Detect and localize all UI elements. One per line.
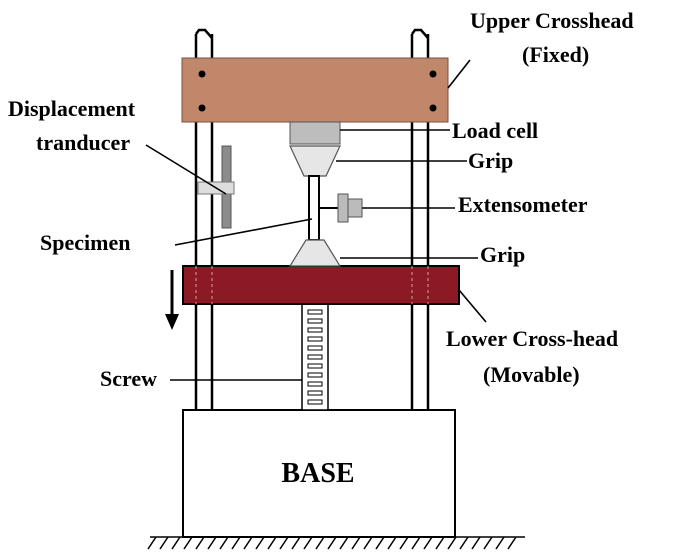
hatch-line [219,536,229,550]
screw-thread [307,345,323,351]
upper-crosshead-bolts [198,70,437,112]
hatch-line [159,536,169,550]
label-screw: Screw [100,366,157,391]
lower-grip [288,239,342,267]
hatch-line [507,536,517,550]
upper-crosshead [181,57,449,123]
label-lower-crosshead-line2: (Movable) [483,362,580,387]
hatch-line [447,536,457,550]
hatch-line [483,536,493,550]
hatch-line [327,536,337,550]
upper-grip [289,145,341,177]
screw-thread [307,327,323,333]
hatch-line [267,536,277,550]
hatch-line [171,536,181,550]
label-load-cell: Load cell [452,118,538,143]
hatch-line [435,536,445,550]
label-displacement-line1: Displacement [8,96,136,121]
label-lower-crosshead-line1: Lower Cross-head [446,326,618,351]
screw-thread [307,381,323,387]
hatch-line [315,536,325,550]
lower-crosshead-column-marks [195,266,429,304]
hatch-line [387,536,397,550]
hatch-line [183,536,193,550]
label-upper-crosshead-line2: (Fixed) [522,42,589,67]
hatch-line [423,536,433,550]
specimen [308,175,320,241]
hatch-line [471,536,481,550]
screw [301,302,329,411]
labels: Upper Crosshead (Fixed) Displacement tra… [8,8,634,489]
hatch-line [399,536,409,550]
hatch-line [363,536,373,550]
screw-thread [307,399,323,405]
screw-thread [307,336,323,342]
hatch-line [495,536,505,550]
hatch-line [291,536,301,550]
hatch-line [459,536,469,550]
hatch-line [339,536,349,550]
screw-thread [307,354,323,360]
extensometer [319,193,363,223]
base-block [182,409,456,538]
hatch-line [195,536,205,550]
screw-thread [307,318,323,324]
load-cell [289,121,341,145]
downward-arrow-icon [165,270,179,330]
screw-thread [307,372,323,378]
hatch-line [375,536,385,550]
hatch-line [351,536,361,550]
leader-lines [145,59,487,381]
hatch-line [255,536,265,550]
screw-thread [307,309,323,315]
hatch-line [411,536,421,550]
label-base: BASE [281,458,354,489]
label-displacement-line2: tranducer [36,130,130,155]
label-upper-crosshead-line1: Upper Crosshead [470,8,634,33]
label-extensometer: Extensometer [458,192,588,217]
hatch-line [303,536,313,550]
hatch-line [279,536,289,550]
hatch-line [207,536,217,550]
lower-crosshead [182,265,460,305]
hatch-line [243,536,253,550]
label-specimen: Specimen [40,230,130,255]
screw-thread [307,363,323,369]
hatch-line [147,536,157,550]
screw-thread [307,390,323,396]
label-grip-upper: Grip [468,148,513,173]
hatch-line [231,536,241,550]
ground-hatch [147,536,525,550]
label-grip-lower: Grip [480,242,525,267]
